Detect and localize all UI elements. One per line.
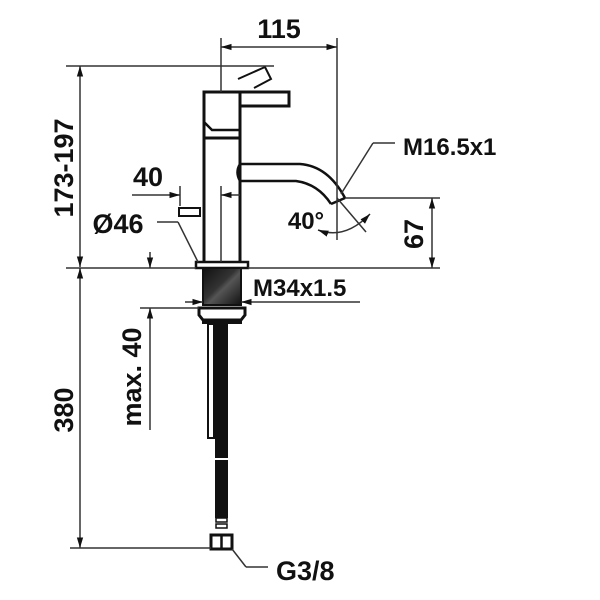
faucet-body <box>178 65 291 262</box>
dim-body-diameter: Ø46 <box>92 209 143 239</box>
lever-arm <box>240 90 291 108</box>
base-flange <box>194 260 250 324</box>
callout-aerator-thread: M16.5x1 <box>403 134 496 161</box>
dim-outlet-height: 67 <box>399 219 429 249</box>
dim-overall-height: 173-197 <box>49 118 79 217</box>
callout-mounting-thread: M34x1.5 <box>253 275 346 302</box>
lever-tilted <box>237 65 273 89</box>
dimension-lines <box>66 38 440 568</box>
body-column <box>202 138 242 262</box>
popup-knob <box>178 207 201 217</box>
mounting-nut <box>202 267 242 306</box>
dim-lever-offset: 40 <box>133 162 163 192</box>
dim-spout-angle: 40° <box>288 208 324 235</box>
dim-below-deck-length: 380 <box>49 387 79 432</box>
spout <box>236 162 347 206</box>
supply-hose <box>207 323 234 551</box>
dim-max-deck-thickness: max. 40 <box>117 327 147 426</box>
dim-spout-reach: 115 <box>257 14 301 44</box>
callout-connection: G3/8 <box>276 556 335 586</box>
